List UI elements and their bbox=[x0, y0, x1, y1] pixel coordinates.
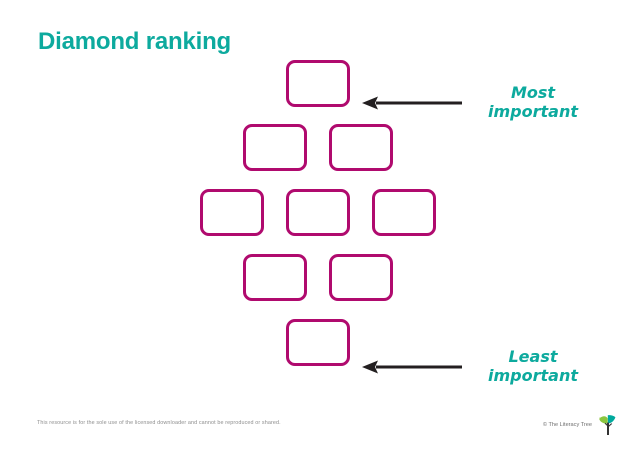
annotation-label-most-important: Most important bbox=[488, 83, 578, 121]
rank-box[interactable] bbox=[372, 189, 436, 236]
page-title: Diamond ranking bbox=[38, 28, 232, 55]
annotation-least-important: Least important bbox=[362, 347, 588, 386]
arrow-left-icon bbox=[362, 358, 462, 376]
literacy-tree-sapling-logo-icon bbox=[598, 414, 618, 436]
rank-box[interactable] bbox=[329, 124, 393, 171]
footer-copyright-text: © The Literacy Tree bbox=[542, 422, 592, 428]
diamond-ranking-grid bbox=[0, 60, 636, 366]
rank-box[interactable] bbox=[243, 124, 307, 171]
rank-box[interactable] bbox=[286, 60, 350, 107]
diamond-row-2 bbox=[0, 124, 636, 171]
rank-box[interactable] bbox=[200, 189, 264, 236]
diamond-row-3 bbox=[0, 189, 636, 236]
rank-box[interactable] bbox=[286, 189, 350, 236]
diamond-row-5 bbox=[0, 319, 636, 366]
footer-licence-note: This resource is for the sole use of the… bbox=[37, 420, 281, 426]
footer-brand: © The Literacy Tree bbox=[543, 414, 618, 436]
annotation-label-least-important: Least important bbox=[488, 347, 578, 385]
diamond-row-4 bbox=[0, 254, 636, 301]
rank-box[interactable] bbox=[329, 254, 393, 301]
annotation-most-important: Most important bbox=[362, 83, 588, 122]
diamond-row-1 bbox=[0, 60, 636, 107]
rank-box[interactable] bbox=[286, 319, 350, 366]
rank-box[interactable] bbox=[243, 254, 307, 301]
arrow-left-icon bbox=[362, 94, 462, 112]
